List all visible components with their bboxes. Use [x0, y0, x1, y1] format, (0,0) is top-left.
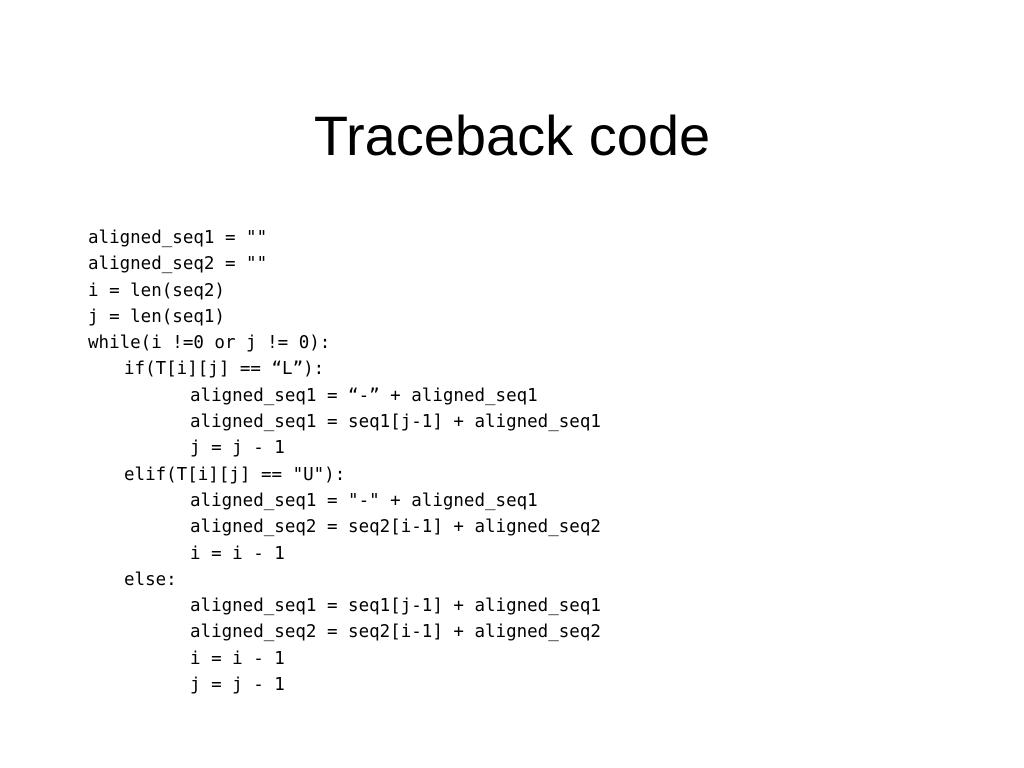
- code-line: if(T[i][j] == “L”):: [124, 359, 325, 380]
- code-line: aligned_seq2 = "": [88, 254, 268, 275]
- slide-title: Traceback code: [313, 104, 711, 167]
- code-line: i = i - 1: [190, 648, 285, 669]
- code-line: aligned_seq1 = seq1[j-1] + aligned_seq1: [190, 596, 601, 617]
- code-line: aligned_seq1 = “-” + aligned_seq1: [190, 385, 538, 406]
- code-line: while(i !=0 or j != 0):: [88, 333, 331, 354]
- code-line: elif(T[i][j] == "U"):: [124, 464, 346, 485]
- code-line: i = len(seq2): [88, 280, 225, 301]
- code-line: i = i - 1: [190, 543, 285, 564]
- code-line: aligned_seq1 = seq1[j-1] + aligned_seq1: [190, 412, 601, 433]
- code-line: aligned_seq1 = "": [88, 228, 268, 248]
- code-line: j = len(seq1): [88, 306, 225, 327]
- code-line: aligned_seq1 = "-" + aligned_seq1: [190, 490, 538, 511]
- code-block: aligned_seq1 = "" aligned_seq2 = "" i = …: [88, 225, 988, 698]
- code-line: aligned_seq2 = seq2[i-1] + aligned_seq2: [190, 622, 601, 643]
- code-line: else:: [124, 569, 177, 590]
- code-line: aligned_seq2 = seq2[i-1] + aligned_seq2: [190, 517, 601, 538]
- code-line: j = j - 1: [190, 675, 285, 696]
- code-line: j = j - 1: [190, 438, 285, 459]
